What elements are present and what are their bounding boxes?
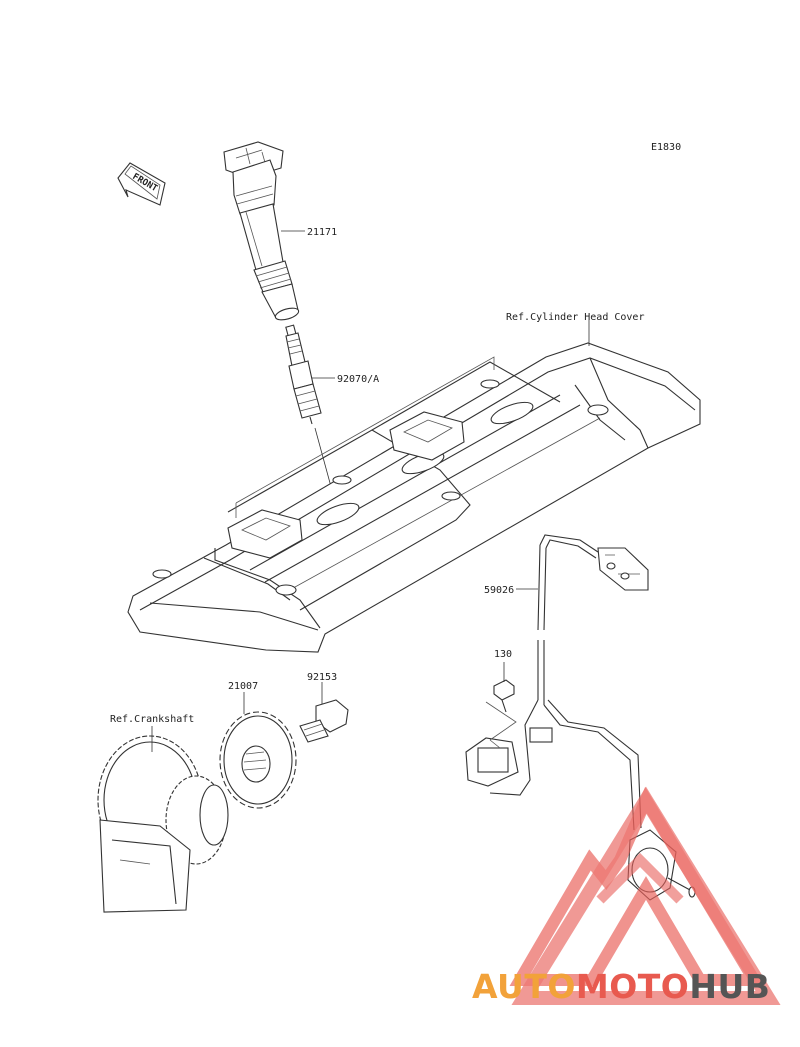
- figure-code: E1830: [651, 142, 681, 153]
- label-spark-plug: 92070/A: [337, 374, 379, 385]
- crankshaft: [97, 735, 229, 913]
- watermark-logo: [509, 786, 781, 1005]
- label-ignition-coil: 21171: [307, 227, 337, 238]
- ignition-coil: [223, 141, 300, 321]
- watermark-text: AUTOMOTOHUB: [472, 967, 770, 1006]
- spark-plug: [285, 324, 322, 425]
- rotor: [219, 711, 297, 809]
- label-wire-lead: 59026: [484, 585, 514, 596]
- label-bolt-small: 130: [494, 649, 512, 660]
- front-arrow-icon: FRONT: [117, 162, 166, 206]
- wire-lead: [465, 534, 696, 901]
- bolt-flange: [299, 699, 349, 743]
- label-bolt-flange: 92153: [307, 672, 337, 683]
- label-crankshaft: Ref.Crankshaft: [110, 714, 194, 725]
- label-cylinder-head-cover: Ref.Cylinder Head Cover: [506, 312, 644, 323]
- label-rotor: 21007: [228, 681, 258, 692]
- bolt-small: [493, 679, 515, 713]
- cylinder-head-cover: [127, 342, 701, 653]
